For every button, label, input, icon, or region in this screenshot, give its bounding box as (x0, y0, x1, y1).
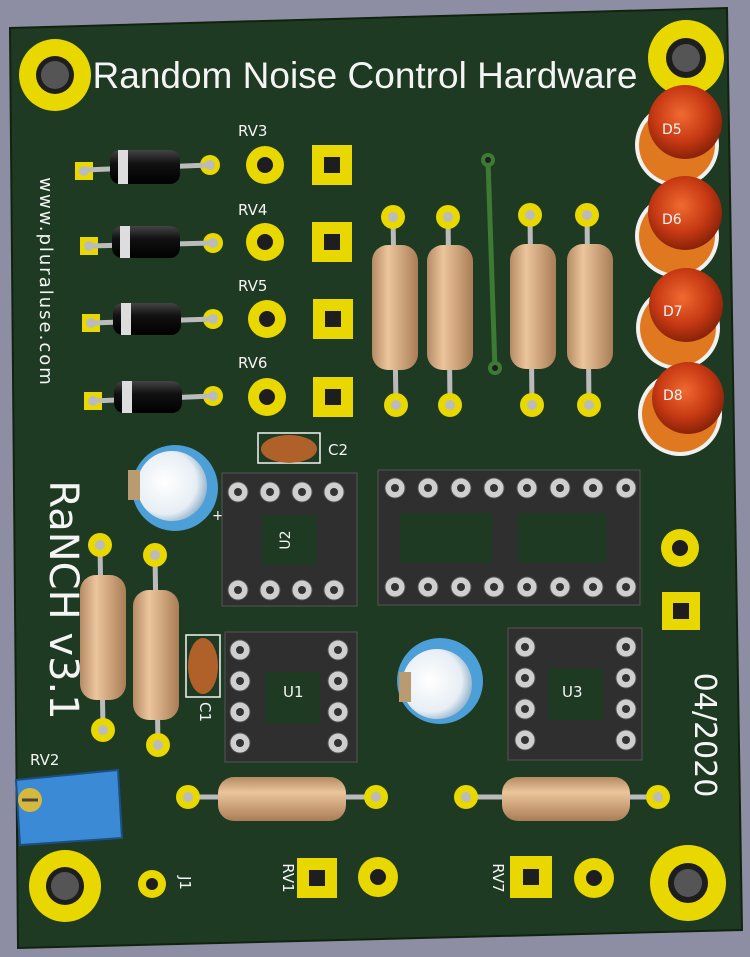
rv1-label: RV1 (279, 863, 297, 892)
led-d7: D7 (636, 268, 723, 370)
rv2-label: RV2 (30, 751, 59, 769)
c2-label: C2 (328, 441, 348, 459)
u1-label: U1 (283, 683, 304, 701)
electrolytic-cap-1: + (128, 445, 224, 531)
jumper-j1 (138, 870, 166, 898)
resistor-top-3 (510, 203, 556, 417)
resistor-top-4 (567, 203, 613, 417)
d7-label: D7 (663, 304, 683, 320)
pcb-trace (485, 159, 498, 371)
mounting-hole-top-right (648, 20, 724, 96)
rv3-connector (246, 145, 352, 185)
resistor-top-2 (427, 205, 473, 417)
board-name: RaNCH v3.1 (40, 480, 86, 719)
u1-pins (229, 639, 349, 754)
svg-text:+: + (212, 508, 224, 524)
diode-3 (82, 303, 223, 335)
led-d5: D5 (635, 85, 722, 187)
j1-label: J1 (176, 875, 194, 890)
website-text: www.pluraluse.com (35, 177, 56, 387)
c1-label: C1 (196, 702, 214, 722)
right-connector (661, 529, 700, 630)
resistor-top-1 (372, 205, 418, 417)
resistor-bottom-2 (454, 777, 670, 821)
rv4-label: RV4 (238, 201, 267, 219)
mounting-hole-bottom-left (29, 850, 101, 922)
rv1-connector (297, 857, 398, 898)
d6-label: D6 (662, 212, 682, 228)
capacitor-c2 (257, 432, 321, 464)
mounting-hole-top-left (19, 39, 91, 111)
u2-label: U2 (278, 530, 294, 549)
rv6-label: RV6 (238, 354, 267, 372)
mounting-hole-bottom-right (650, 845, 726, 921)
diode-1 (75, 150, 220, 184)
rv4-connector (246, 222, 352, 262)
electrolytic-cap-2 (397, 638, 483, 724)
capacitor-c1 (185, 634, 221, 698)
rv5-label: RV5 (238, 277, 267, 295)
rv3-label: RV3 (238, 122, 267, 140)
board-title: Random Noise Control Hardware (93, 55, 638, 96)
large-socket-pins (384, 477, 637, 598)
rv7-connector (510, 856, 614, 898)
resistor-left-2 (133, 543, 179, 757)
led-d8: D8 (638, 362, 724, 456)
d8-label: D8 (663, 388, 683, 404)
rv6-connector (248, 377, 353, 417)
d5-label: D5 (662, 122, 682, 138)
board-date: 04/2020 (687, 673, 722, 798)
resistor-bottom-1 (176, 777, 388, 821)
rv5-connector (248, 299, 353, 339)
trimmer-rv2 (14, 768, 124, 847)
led-d6: D6 (635, 176, 722, 278)
rv7-label: RV7 (489, 863, 507, 892)
diode-2 (80, 226, 223, 258)
diode-4 (84, 381, 223, 413)
u2-pins (227, 481, 345, 601)
u3-label: U3 (562, 683, 583, 701)
u3-pins (514, 636, 637, 751)
resistor-left-1 (80, 533, 126, 742)
